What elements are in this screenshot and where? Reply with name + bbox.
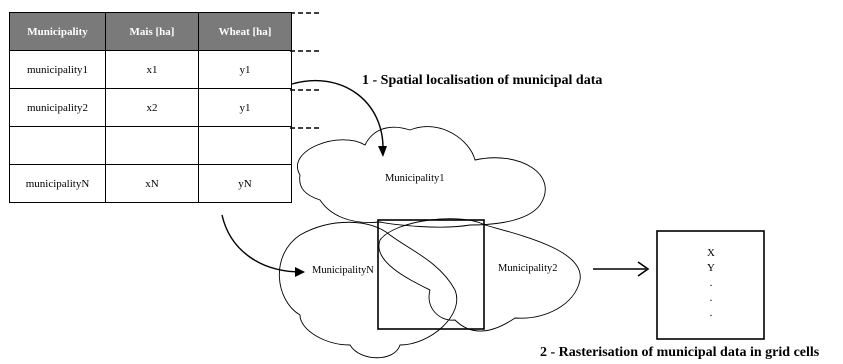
cell-municipality: municipality2 <box>9 88 106 127</box>
table-row: municipality2 x2 y1 <box>9 88 292 127</box>
step1-caption: 1 - Spatial localisation of municipal da… <box>362 73 603 88</box>
arrow-to-municipality1 <box>291 79 384 153</box>
gap-cell <box>105 126 199 165</box>
municipality-table: Municipality Mais [ha] Wheat [ha] munici… <box>9 12 292 203</box>
gap-cell <box>9 126 106 165</box>
municipality2-label: Municipality2 <box>498 263 558 274</box>
cell-municipality: municipalityN <box>9 164 106 203</box>
cell-mais: x1 <box>105 50 199 89</box>
table-row: municipalityN xN yN <box>9 164 292 203</box>
cell-wheat: y1 <box>198 50 292 89</box>
table-row: municipality1 x1 y1 <box>9 50 292 89</box>
grid-cell-dot: . <box>709 307 713 319</box>
arrow-to-municipalityN <box>221 214 303 273</box>
grid-cell-dot: . <box>709 277 713 289</box>
municipality1-region <box>297 126 546 228</box>
cell-municipality: municipality1 <box>9 50 106 89</box>
grid-cell-y: Y <box>707 262 715 274</box>
cell-mais: x2 <box>105 88 199 127</box>
grid-square <box>377 219 485 330</box>
cell-wheat: yN <box>198 164 292 203</box>
municipalityN-region <box>278 221 458 359</box>
municipality2-region <box>378 218 581 332</box>
cell-mais: xN <box>105 164 199 203</box>
cell-wheat: y1 <box>198 88 292 127</box>
arrowhead-grid-cell <box>637 261 650 277</box>
header-mais: Mais [ha] <box>105 12 199 51</box>
grid-cell-dot: . <box>709 292 713 304</box>
grid-cell-x: X <box>707 247 715 259</box>
table-header-row: Municipality Mais [ha] Wheat [ha] <box>9 12 292 51</box>
header-wheat: Wheat [ha] <box>198 12 292 51</box>
grid-cell-box <box>656 230 765 340</box>
municipality1-label: Municipality1 <box>385 173 445 184</box>
step2-caption: 2 - Rasterisation of municipal data in g… <box>540 345 820 360</box>
header-municipality: Municipality <box>9 12 106 51</box>
arrowhead-municipality1 <box>378 146 387 157</box>
arrowhead-municipalityN <box>295 267 305 277</box>
table-gap-row <box>9 126 292 165</box>
municipalityN-label: MunicipalityN <box>312 265 374 276</box>
gap-cell <box>198 126 292 165</box>
